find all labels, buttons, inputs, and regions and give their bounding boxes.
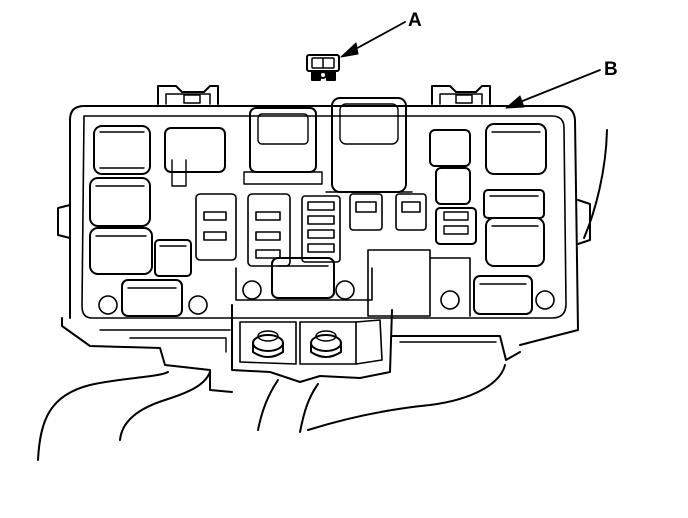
relay-right-2 [483,189,545,219]
relay-right-3 [485,217,545,267]
relay-left-2 [89,177,151,227]
mounting-clip-right [431,85,491,105]
relay-lower-left [121,279,183,317]
relay-socket-left-top [164,127,226,187]
fuse-slots-center [195,193,427,267]
terminal-post-left [252,330,284,358]
relay-lower-center [271,257,335,299]
relay-top-center-large [325,97,413,193]
relay-socket-right-mid [435,207,477,245]
callout-label-a: A [408,10,422,31]
relay-socket-left-mid [154,239,192,277]
relay-right-1 [485,123,547,175]
mounting-studs [98,280,555,315]
mounting-clip-left [157,85,219,105]
relay-left-3 [89,227,153,275]
wire-harness [37,129,608,461]
relay-lower-right [473,275,533,315]
fuse-box-housing [57,105,591,393]
fuse-part-a [306,54,340,81]
center-partition [235,249,471,317]
terminal-post-right [310,330,342,358]
relay-right-small-1 [429,129,471,205]
leader-line-b [505,69,601,109]
relay-left-1 [93,125,151,175]
callout-label-b: B [604,59,618,80]
leader-line-a [340,21,406,58]
relay-top-center-small [243,107,323,185]
